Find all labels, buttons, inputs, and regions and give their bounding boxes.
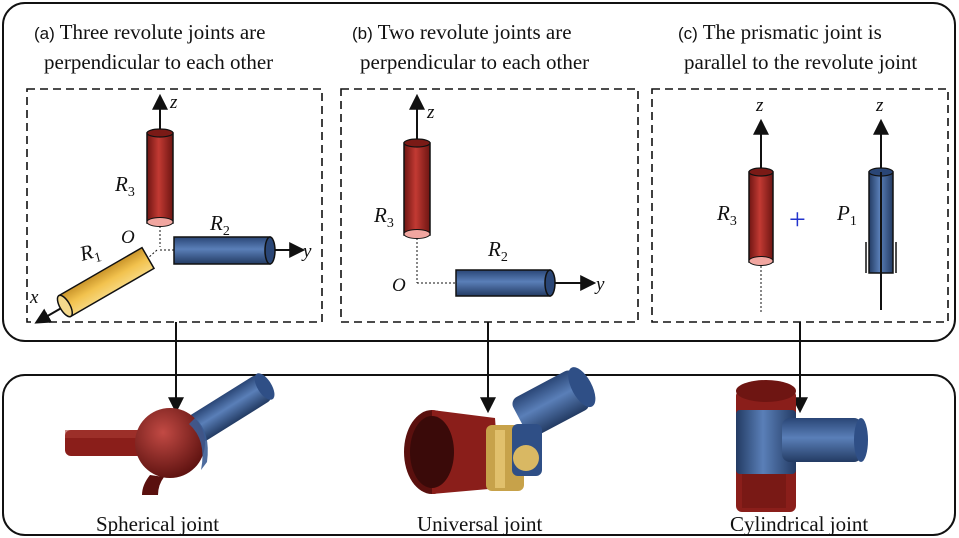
panel-b-frame (340, 88, 639, 323)
caption-universal: Universal joint (417, 512, 543, 536)
label-r3-c: R3 (716, 201, 737, 229)
panel-c-title-text1: The prismatic joint is (702, 20, 882, 44)
origin-label-b: O (392, 275, 406, 296)
r3-cylinder-a (146, 132, 174, 224)
r3-cylinder-b (403, 142, 431, 236)
universal-joint-render (404, 367, 596, 494)
panel-b-diagram: z y O R3 R2 (373, 93, 605, 297)
panel-a-title-line2: perpendicular to each other (44, 50, 274, 74)
axis-x-a: x (29, 287, 39, 308)
panel-b-title-text1: Two revolute joints are (377, 20, 572, 44)
r3-cylinder-c (748, 171, 774, 263)
panel-a-tag: (a) (34, 24, 55, 43)
label-r1-a: R1 (76, 238, 103, 270)
r1-cylinder-a (57, 246, 156, 318)
panel-a-title: (a) Three revolute joints are perpendicu… (34, 18, 273, 77)
panel-b-title-line1: (b) Two revolute joints are (352, 18, 589, 48)
panel-b-tag: (b) (352, 24, 373, 43)
axis-z-a: z (169, 92, 178, 113)
axis-y-a: y (301, 241, 312, 262)
panel-a-diagram: z y x O R3 R2 R1 (29, 92, 312, 324)
bottom-container (2, 374, 956, 536)
caption-cylindrical: Cylindrical joint (730, 512, 869, 536)
panel-a-title-line1: (a) Three revolute joints are (34, 18, 273, 48)
top-container (2, 2, 956, 342)
label-r3-a: R3 (114, 172, 135, 200)
axis-z-c-right: z (875, 95, 884, 116)
axis-z-b: z (426, 102, 435, 123)
r2-cylinder-b (455, 269, 551, 297)
caption-spherical: Spherical joint (96, 512, 220, 536)
spherical-joint-render (65, 373, 275, 495)
panel-c-diagram: z z + R3 P1 (716, 95, 897, 312)
origin-label-a: O (121, 227, 135, 248)
axis-z-c-left: z (755, 95, 764, 116)
panel-c-tag: (c) (678, 24, 698, 43)
panel-a-frame (26, 88, 323, 323)
axis-y-b: y (594, 274, 605, 295)
panel-b-title: (b) Two revolute joints are perpendicula… (352, 18, 589, 77)
cylindrical-joint-render (736, 380, 868, 512)
label-r2-a: R2 (209, 211, 230, 239)
label-r3-b: R3 (373, 203, 394, 231)
panel-c-title-line2: parallel to the revolute joint (684, 50, 918, 74)
label-p1-c: P1 (836, 201, 857, 229)
panel-a-title-text1: Three revolute joints are (59, 20, 266, 44)
r2-cylinder-a (173, 236, 271, 265)
panel-c-title-line1: (c) The prismatic joint is (678, 18, 917, 48)
panel-c-title: (c) The prismatic joint is parallel to t… (678, 18, 917, 77)
label-r2-b: R2 (487, 237, 508, 265)
plus-sign: + (787, 203, 807, 236)
panel-b-title-line2: perpendicular to each other (360, 50, 590, 74)
